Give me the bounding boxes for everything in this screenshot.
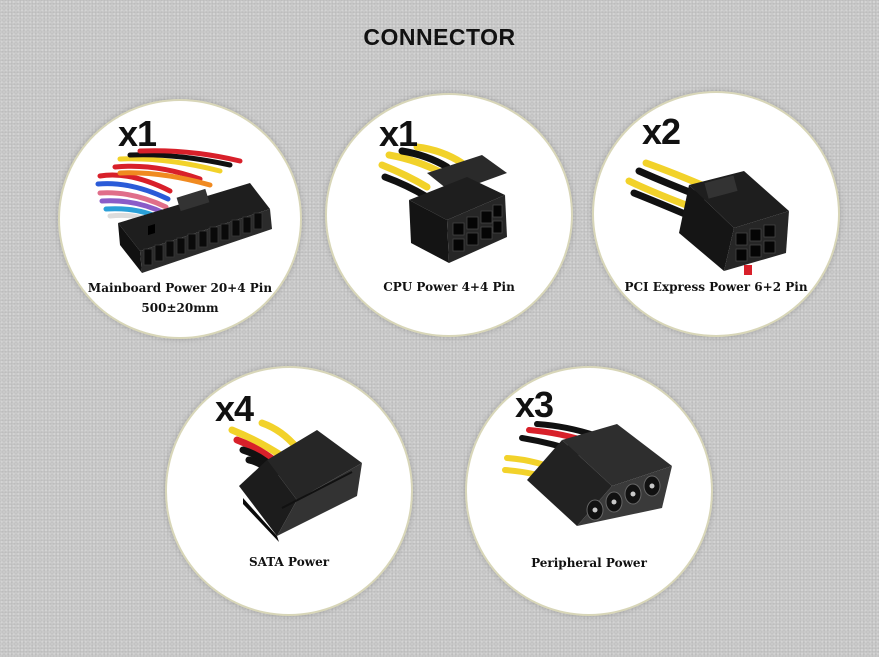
cpu-connector-card: x1 CPU Power 4+4 Pin [325, 93, 573, 337]
mainboard-label: Mainboard Power 20+4 Pin [87, 281, 273, 295]
cpu-quantity: x1 [379, 113, 418, 154]
peripheral-label: Peripheral Power [531, 556, 647, 570]
pcie-label: PCI Express Power 6+2 Pin [624, 280, 808, 294]
cpu-label: CPU Power 4+4 Pin [383, 280, 515, 294]
cpu-8pin-connector-icon [378, 143, 507, 263]
sata-label: SATA Power [248, 555, 330, 569]
peripheral-quantity: x3 [515, 384, 554, 425]
mainboard-quantity: x1 [118, 113, 157, 154]
mainboard-connector-card: x1 Mainboard Power 20+4 Pin 500±20mm [58, 99, 302, 339]
pcie-8pin-connector-icon [625, 159, 789, 275]
sata-quantity: x4 [215, 388, 254, 429]
pcie-connector-card: x2 PCI Express Power 6+2 Pin [592, 91, 840, 337]
sata-power-connector-icon [228, 419, 362, 542]
page-title: CONNECTOR [363, 24, 516, 50]
mainboard-length-label: 500±20mm [141, 301, 219, 315]
sata-connector-card: x4 SATA Power [165, 366, 413, 616]
atx-24pin-connector-icon [95, 148, 272, 273]
molex-connector-icon [502, 421, 672, 526]
pcie-quantity: x2 [642, 111, 681, 152]
peripheral-connector-card: x3 Peripheral Power [465, 366, 713, 616]
